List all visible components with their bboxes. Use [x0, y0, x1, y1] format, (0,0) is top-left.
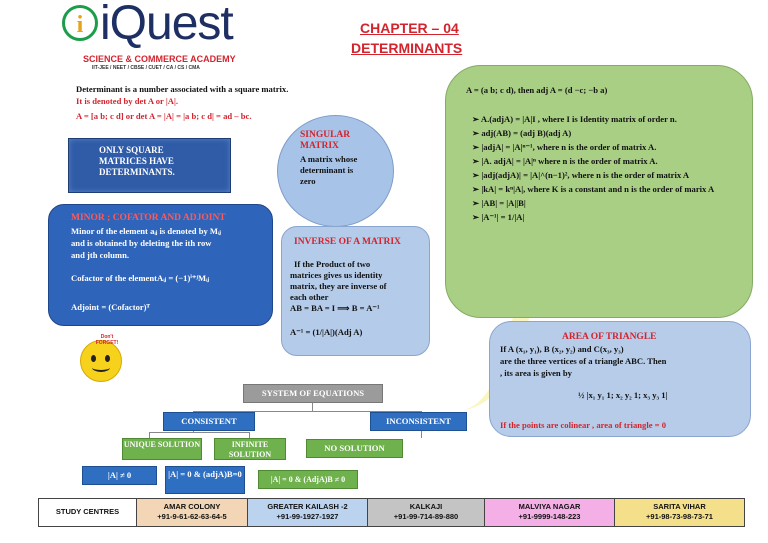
banner-line: DETERMINANTS.	[99, 167, 175, 177]
centre-phone: +91-98-73-98-73-71	[646, 512, 713, 521]
area-title: AREA OF TRIANGLE	[562, 332, 657, 342]
logo-badge: i	[62, 5, 98, 41]
intro-notation: It is denoted by det A or |A|.	[76, 96, 178, 106]
singular-body: determinant is	[300, 165, 354, 175]
tree-connector	[149, 432, 150, 438]
singular-body: zero	[300, 176, 316, 186]
centre-cell: MALVIYA NAGAR +91-9999-148-223	[485, 499, 615, 526]
system-of-equations-node: SYSTEM OF EQUATIONS	[243, 384, 383, 403]
singular-matrix-bubble: SINGULAR MATRIX A matrix whose determina…	[277, 115, 394, 227]
centre-phone: +91-9-61-62-63-64-5	[157, 512, 227, 521]
property-item: ➢ |kA| = kⁿ|A|, where K is a constant an…	[472, 184, 715, 194]
centre-cell: KALKAJI +91-99-714-89-880	[368, 499, 485, 526]
tree-connector	[312, 402, 313, 411]
property-item: ➢ adj(AB) = (adj B)(adj A)	[472, 128, 572, 138]
area-colinear-note: If the points are colinear , area of tri…	[500, 420, 667, 430]
property-item: ➢ |AB| = |A||B|	[472, 198, 526, 208]
centre-name: AMAR COLONY	[163, 502, 221, 511]
intro-formula: A = [a b; c d] or det A = |A| = |a b; c …	[76, 111, 252, 121]
study-centres-label: STUDY CENTRES	[39, 499, 137, 526]
area-line: If A (x₁, y₁), B (x₂, y₂) and C(x₃, y₃)	[500, 344, 624, 354]
logo-subtitle: SCIENCE & COMMERCE ACADEMY	[83, 54, 236, 64]
inverse-matrix-box: INVERSE OF A MATRIX If the Product of tw…	[281, 226, 430, 356]
tree-connector	[421, 428, 422, 438]
centre-phone: +91-9999-148-223	[518, 512, 581, 521]
area-line: are the three vertices of a triangle ABC…	[500, 356, 667, 366]
no-solution-condition-node: |A| = 0 & (AdjA)B ≠ 0	[258, 470, 358, 489]
intro-definition: Determinant is a number associated with …	[76, 84, 289, 94]
minor-title: MINOR ; COFATOR AND ADJOINT	[71, 213, 226, 223]
area-formula: ½ |x₁ y₁ 1; x₂ y₂ 1; x₃ y₃ 1|	[578, 390, 668, 400]
centre-cell: GREATER KAILASH -2 +91-99-1927-1927	[248, 499, 368, 526]
unique-solution-node: UNIQUE SOLUTION	[122, 438, 202, 460]
no-solution-node: NO SOLUTION	[306, 439, 403, 458]
property-item: ➢ |adjA| = |A|ⁿ⁻¹, where n is the order …	[472, 142, 657, 152]
consistent-node: CONSISTENT	[163, 412, 255, 431]
property-item: ➢ A.(adjA) = |A|I , where I is Identity …	[472, 114, 677, 124]
infinite-condition-node: |A| = 0 & (adjA)B=0	[165, 466, 245, 494]
singular-title: MATRIX	[300, 141, 339, 151]
centre-phone: +91-99-1927-1927	[276, 512, 339, 521]
centre-name: MALVIYA NAGAR	[518, 502, 581, 511]
centre-phone: +91-99-714-89-880	[393, 512, 459, 521]
banner-line: ONLY SQUARE	[99, 145, 164, 155]
centre-cell: SARITA VIHAR +91-98-73-98-73-71	[615, 499, 744, 526]
chapter-heading: CHAPTER – 04	[360, 20, 459, 36]
logo-wordmark: iQuest	[100, 0, 234, 50]
minor-line: Minor of the element aᵢⱼ is denoted by M…	[71, 226, 222, 236]
inverse-relation: AB = BA = I ⟹ B = A⁻¹	[290, 303, 380, 313]
properties-list: ➢ A.(adjA) = |A|I , where I is Identity …	[472, 114, 744, 226]
tree-connector	[193, 411, 421, 412]
topic-heading: DETERMINANTS	[351, 40, 463, 56]
minor-line: and jth column.	[71, 250, 130, 260]
square-matrix-banner: ONLY SQUARE MATRICES HAVE DETERMINANTS.	[68, 138, 231, 193]
centre-name: SARITA VIHAR	[653, 502, 706, 511]
tree-connector	[149, 432, 249, 433]
area-of-triangle-box: AREA OF TRIANGLE If A (x₁, y₁), B (x₂, y…	[489, 321, 751, 437]
banner-line: MATRICES HAVE	[99, 156, 174, 166]
smiley-mascot-icon	[80, 340, 122, 382]
property-item: ➢ |adj(adjA)| = |A|^(n−1)², where n is t…	[472, 170, 690, 180]
mascot-label: Don't FORGET!	[95, 334, 119, 346]
unique-condition-node: |A| ≠ 0	[82, 466, 157, 485]
cofactor-formula: Cofactor of the elementAᵢⱼ = (−1)ⁱ⁺ʲMᵢⱼ	[71, 273, 210, 283]
inverse-line: matrix, they are inverse of	[290, 281, 387, 291]
inverse-line: each other	[290, 292, 329, 302]
adjoint-2x2-definition: A = (a b; c d), then adj A = (d −c; −b a…	[466, 85, 608, 95]
singular-body: A matrix whose	[300, 154, 358, 164]
minor-cofactor-box: MINOR ; COFATOR AND ADJOINT Minor of the…	[48, 204, 273, 326]
study-centres-table: STUDY CENTRES AMAR COLONY +91-9-61-62-63…	[38, 498, 745, 527]
inverse-formula: A⁻¹ = (1/|A|)(Adj A)	[290, 327, 363, 337]
logo-tagline: IIT-JEE / NEET / CBSE / CUET / CA / CS /…	[92, 65, 200, 71]
inverse-line: If the Product of two	[294, 259, 371, 269]
property-item: ➢ |A⁻¹| = 1/|A|	[472, 212, 525, 222]
singular-title: SINGULAR	[300, 130, 351, 140]
area-line: , its area is given by	[500, 368, 572, 378]
infinite-solution-node: INFINITE SOLUTION	[214, 438, 286, 460]
inconsistent-node: INCONSISTENT	[370, 412, 467, 431]
centre-name: KALKAJI	[409, 502, 443, 511]
tree-connector	[249, 432, 250, 438]
inverse-line: matrices gives us identity	[290, 270, 383, 280]
centre-name: GREATER KAILASH -2	[267, 502, 348, 511]
adjoint-properties-panel: A = (a b; c d), then adj A = (d −c; −b a…	[445, 65, 753, 318]
centre-cell: AMAR COLONY +91-9-61-62-63-64-5	[137, 499, 248, 526]
minor-line: and is obtained by deleting the ith row	[71, 238, 212, 248]
property-item: ➢ |A. adjA| = |A|ⁿ where n is the order …	[472, 156, 658, 166]
adjoint-formula: Adjoint = (Cofactor)ᵀ	[71, 302, 150, 312]
inverse-title: INVERSE OF A MATRIX	[294, 237, 401, 247]
